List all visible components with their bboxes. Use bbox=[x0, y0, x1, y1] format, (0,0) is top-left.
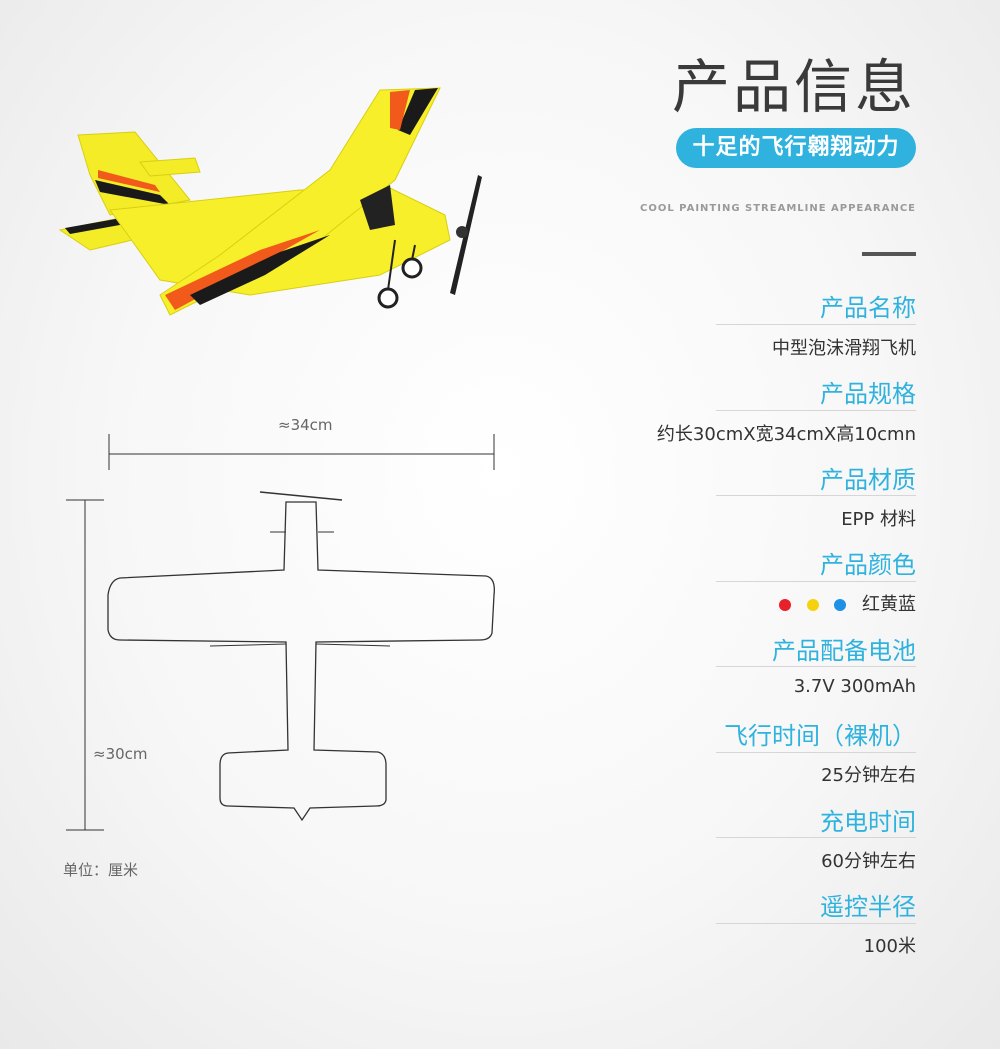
spec-divider bbox=[716, 495, 916, 496]
spec-value-battery: 3.7V 300mAh bbox=[793, 676, 916, 697]
spec-value-charge-time: 60分钟左右 bbox=[821, 851, 916, 872]
spec-value-color: 红黄蓝 bbox=[778, 590, 916, 616]
english-subline: COOL PAINTING STREAMLINE APPEARANCE bbox=[639, 203, 916, 214]
unit-label: 单位：厘米 bbox=[63, 861, 139, 879]
plane-stabilizer bbox=[139, 157, 201, 177]
spec-label-charge-time: 充电时间 bbox=[820, 808, 916, 836]
spec-divider bbox=[716, 666, 916, 667]
plane-wing-stripe-orange bbox=[390, 90, 410, 130]
spec-label-size: 产品规格 bbox=[820, 380, 916, 408]
spec-divider bbox=[716, 581, 916, 582]
plane-wheel-rear bbox=[377, 287, 399, 309]
outline-propeller bbox=[259, 491, 343, 501]
spec-label-name: 产品名称 bbox=[820, 294, 916, 322]
spec-value-material: EPP 材料 bbox=[841, 509, 916, 530]
spec-divider bbox=[716, 410, 916, 411]
red-color-swatch bbox=[778, 599, 791, 611]
plane-wing-stripe-black bbox=[398, 88, 438, 135]
dimension-diagram bbox=[66, 434, 495, 831]
spec-divider bbox=[716, 837, 916, 838]
plane-body-stripe-black bbox=[190, 235, 330, 305]
spec-divider bbox=[716, 923, 916, 924]
blue-color-swatch bbox=[834, 599, 847, 611]
page-title: 产品信息 bbox=[671, 53, 916, 121]
width-dimension-label: ≈34cm bbox=[278, 416, 333, 434]
spec-value-flight-time: 25分钟左右 bbox=[821, 765, 916, 786]
spec-label-flight-time: 飞行时间（裸机） bbox=[724, 722, 916, 750]
spec-label-range: 遥控半径 bbox=[820, 893, 916, 921]
spec-value-range: 100米 bbox=[863, 936, 916, 957]
spec-label-battery: 产品配备电池 bbox=[772, 637, 916, 665]
spec-value-name: 中型泡沫滑翔飞机 bbox=[772, 338, 916, 359]
length-dimension-label: ≈30cm bbox=[93, 745, 148, 763]
plane-wheel-front bbox=[401, 257, 423, 279]
yellow-color-swatch bbox=[806, 599, 819, 611]
plane-tail-stripe bbox=[95, 180, 170, 205]
plane-tail-stripe-orange bbox=[98, 170, 160, 192]
spec-divider bbox=[716, 324, 916, 325]
spec-divider bbox=[716, 752, 916, 753]
color-text: 红黄蓝 bbox=[862, 594, 916, 615]
spec-label-material: 产品材质 bbox=[820, 466, 916, 494]
accent-divider bbox=[862, 252, 916, 256]
plane-spinner bbox=[456, 226, 468, 238]
plane-wing bbox=[159, 87, 441, 316]
spec-label-color: 产品颜色 bbox=[820, 551, 916, 579]
outline-plane bbox=[107, 501, 495, 822]
product-plane-illustration bbox=[58, 87, 482, 316]
spec-value-size: 约长30cmX宽34cmX高10cmn bbox=[656, 424, 916, 445]
slogan-badge: 十足的飞行翱翔动力 bbox=[676, 128, 916, 168]
plane-cockpit bbox=[360, 185, 395, 230]
